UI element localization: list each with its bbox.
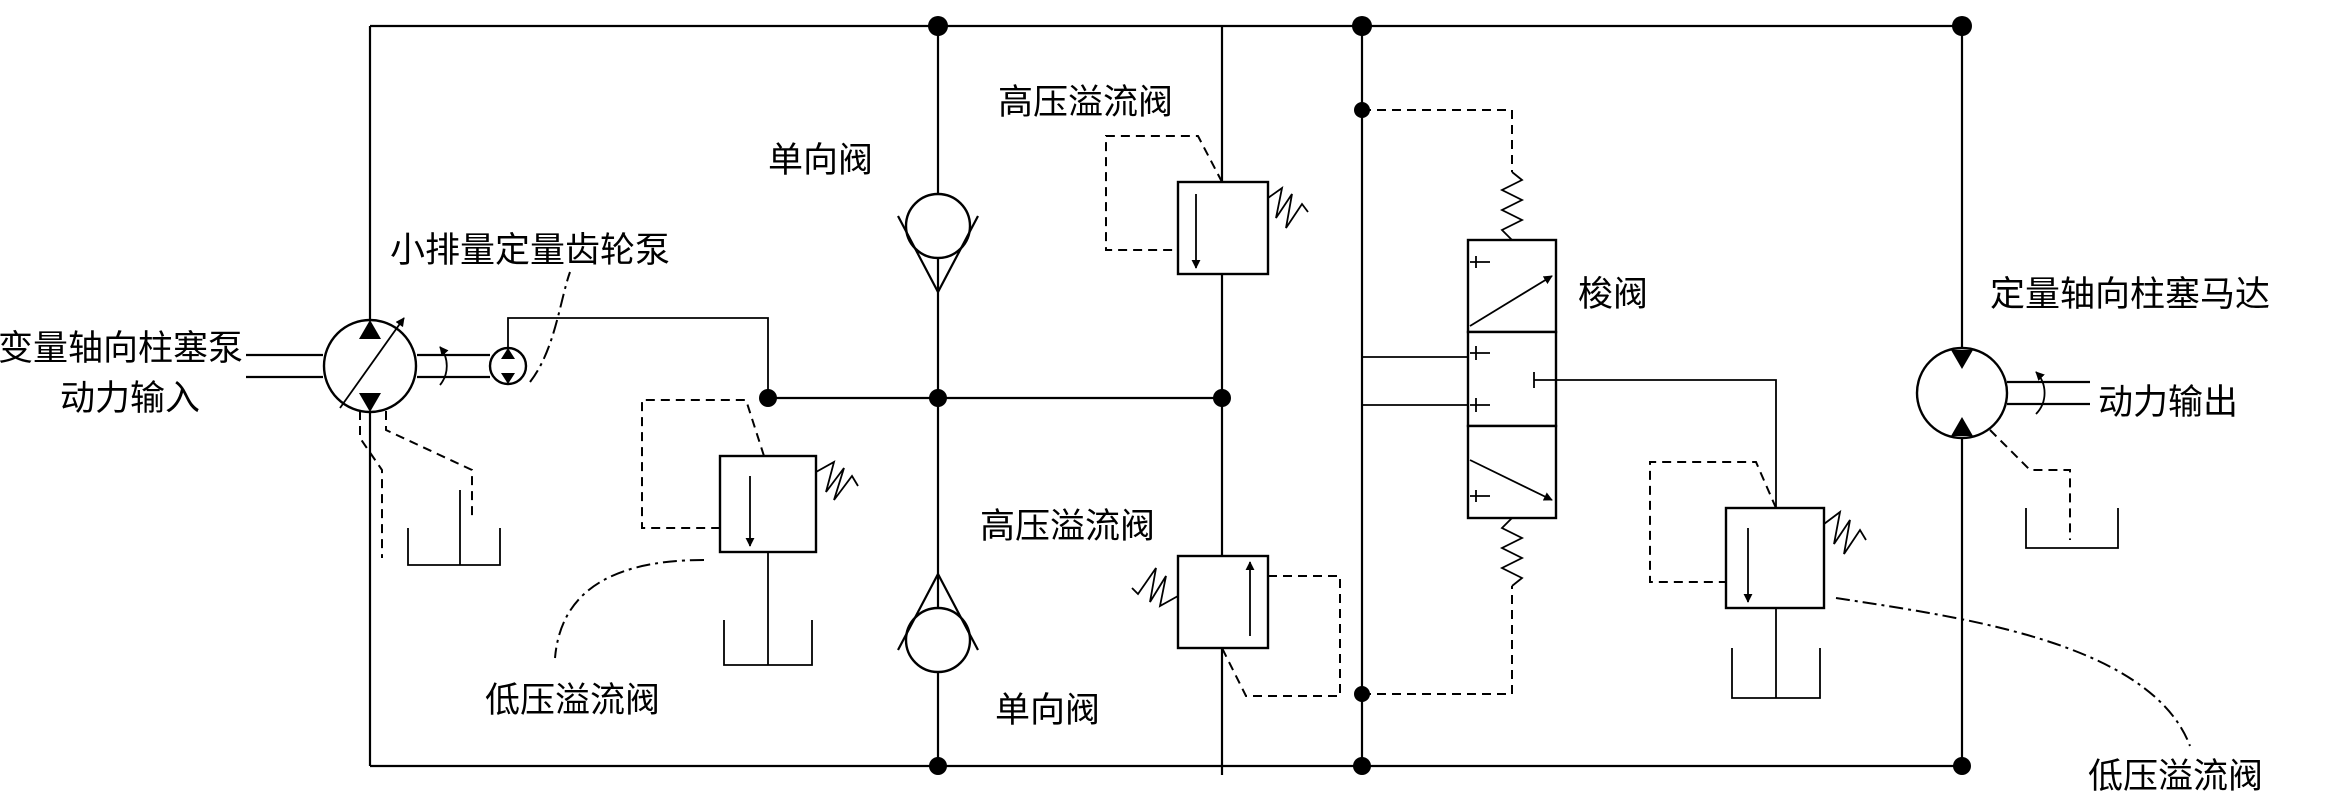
low-relief-valve-left: [554, 399, 859, 666]
pump-drain-line: [385, 411, 473, 520]
tank-icon: [723, 620, 813, 666]
gear-pump-leader-line: [529, 271, 571, 383]
junction-dot: [1213, 389, 1231, 407]
power-input-label: 动力输入: [60, 379, 200, 419]
low-relief-right-label: 低压溢流阀: [2088, 757, 2263, 797]
junction-dot: [929, 389, 947, 407]
motor-port-arrow: [1951, 350, 1973, 369]
motor-drain-line: [1989, 429, 2071, 540]
variable-displacement-arrow: [339, 317, 405, 409]
high-relief-valve-top: [1105, 135, 1309, 276]
motor-symbol: [1915, 346, 2119, 549]
variable-pump-label: 变量轴向柱塞泵: [0, 329, 243, 369]
low-relief-left-label: 低压溢流阀: [485, 681, 660, 721]
spring-icon: [1267, 185, 1309, 229]
low-relief-valve-right: [1649, 461, 2191, 747]
low-relief-leader-line: [554, 559, 705, 659]
shuttle-valve-symbol: [1362, 109, 1777, 695]
shuttle-outlet-line: [1552, 379, 1777, 510]
pump-port-arrow: [359, 320, 381, 339]
labels: 变量轴向柱塞泵 动力输入 小排量定量齿轮泵 单向阀 单向阀 高压溢流阀 高压溢流…: [0, 83, 2270, 797]
spring-icon: [1499, 171, 1525, 241]
gear-pump-arrow: [501, 373, 515, 384]
junction-dot: [928, 16, 948, 36]
valve-box: [1724, 506, 1826, 610]
check-valve-top-label: 单向阀: [768, 141, 873, 181]
power-output-label: 动力输出: [2098, 383, 2238, 423]
check-valve-ball: [904, 606, 972, 674]
junction-dots: [759, 16, 1972, 775]
junction-dot: [1352, 16, 1372, 36]
check-valve-top-symbol: [897, 192, 979, 295]
high-relief-top-label: 高压溢流阀: [998, 83, 1173, 123]
pilot-line: [1362, 109, 1513, 172]
rotation-arrow: [439, 346, 449, 386]
shuttle-valve-label: 梭阀: [1578, 275, 1648, 315]
high-relief-bottom-label: 高压溢流阀: [980, 507, 1155, 547]
junction-dot: [929, 757, 947, 775]
junction-dot: [1952, 16, 1972, 36]
pump-port-arrow: [359, 393, 381, 412]
check-valve-ball: [904, 192, 972, 260]
rotation-arrow: [2035, 371, 2046, 415]
pump-drain-line: [359, 411, 383, 558]
variable-pump-symbol: [246, 317, 501, 566]
pilot-line: [1649, 461, 1777, 583]
spring-icon: [1499, 517, 1525, 587]
low-relief-leader-line: [1835, 597, 2191, 747]
pilot-line: [1221, 575, 1341, 697]
tank-icon: [407, 528, 501, 566]
main-pipes: [368, 24, 1964, 775]
check-valve-bottom-symbol: [897, 571, 979, 674]
valve-box: [1176, 180, 1270, 276]
spring-icon: [815, 460, 859, 501]
valve-box: [1176, 554, 1270, 650]
pilot-line: [1105, 135, 1223, 251]
motor-circle: [1915, 346, 2009, 440]
pilot-line: [1362, 586, 1513, 695]
gear-pump-label: 小排量定量齿轮泵: [390, 231, 670, 271]
gear-pump-arrow: [501, 348, 515, 359]
valve-box: [718, 454, 818, 554]
check-valve-seat: [897, 215, 979, 295]
spring-icon: [1823, 509, 1867, 555]
pilot-line: [641, 399, 765, 529]
high-relief-valve-bottom: [1131, 554, 1341, 697]
gear-pump-outlet-line: [507, 317, 769, 398]
tank-icon: [1731, 648, 1821, 699]
shuttle-flow-arrow: [1469, 459, 1553, 501]
motor-label: 定量轴向柱塞马达: [1990, 275, 2270, 315]
motor-port-arrow: [1951, 417, 1973, 436]
shuttle-valve-bottom-block: [1466, 424, 1558, 520]
shuttle-flow-arrow: [1469, 275, 1553, 327]
gear-pump-symbol: [488, 271, 769, 398]
junction-dot: [1953, 757, 1971, 775]
shuttle-valve-middle-block: [1466, 330, 1558, 428]
spring-icon: [1131, 567, 1179, 608]
check-valve-seat: [897, 571, 979, 651]
check-valve-bottom-label: 单向阀: [995, 691, 1100, 731]
tank-icon: [2025, 508, 2119, 549]
junction-dot: [1353, 757, 1371, 775]
